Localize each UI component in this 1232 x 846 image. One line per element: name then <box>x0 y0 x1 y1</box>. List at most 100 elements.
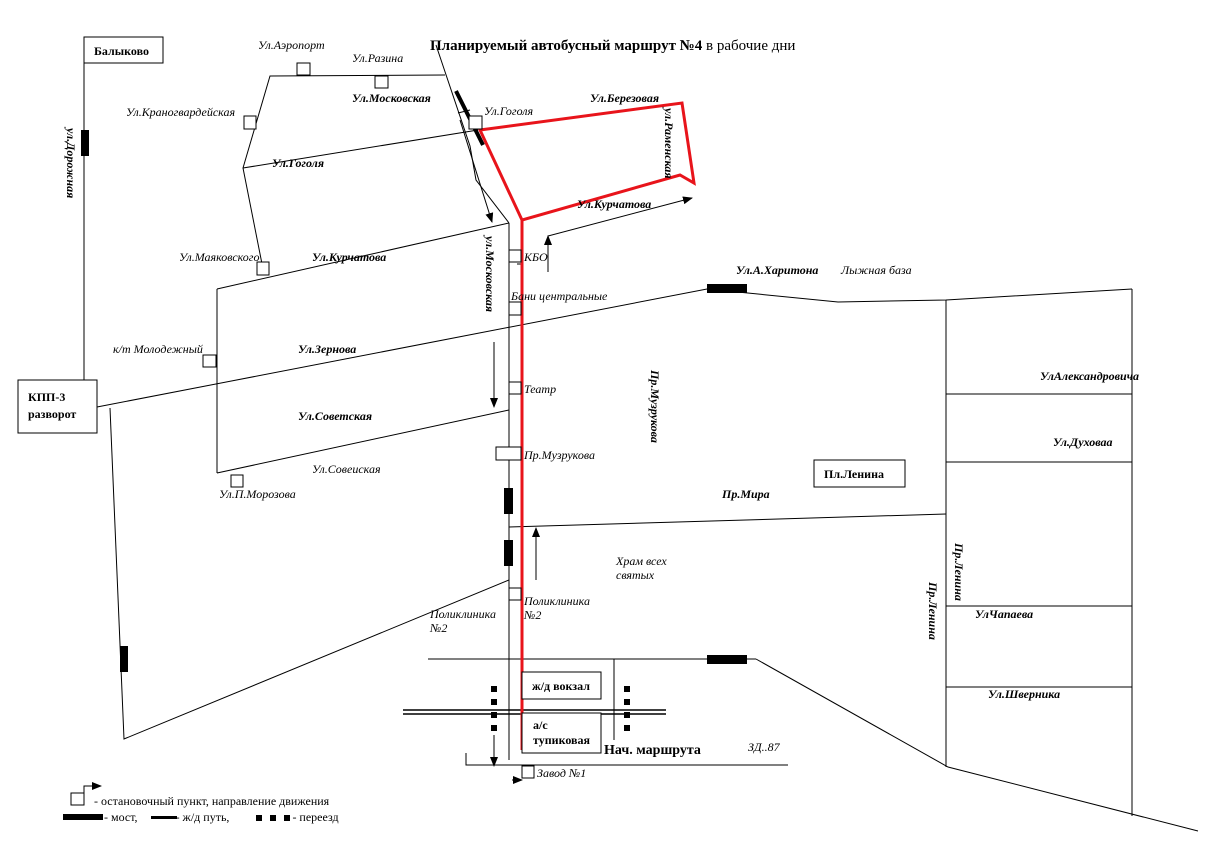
road-southeast <box>755 658 1199 832</box>
label-molodezhny: к/т Молодежный <box>113 342 203 356</box>
road-zernova-haritona <box>96 288 1133 408</box>
map-title: Планируемый автобусный маршрут №4 в рабо… <box>430 38 795 55</box>
box-pl-lenina <box>813 459 906 488</box>
label-gogolya-street: Ул.Гоголя <box>272 156 324 170</box>
label-balykovo: Балыково <box>94 44 149 58</box>
bus-route-4 <box>477 101 696 750</box>
label-kbo: КБО <box>523 250 548 264</box>
stop-kbo <box>508 249 522 263</box>
label-vokzal: ж/д вокзал <box>532 679 590 693</box>
stop-molodezhny <box>202 354 217 368</box>
stop-poliklinika <box>508 587 522 601</box>
legend-crossing-icon <box>256 815 290 821</box>
label-kurchatova-top: Ул.Курчатова <box>577 197 651 211</box>
label-soveiskaya: Ул.Совеиская <box>312 462 381 476</box>
label-bani: Бани центральные <box>510 289 608 303</box>
boxed-labels: Балыково КПП-3 разворот Пл.Ленина ж/д во… <box>17 36 906 754</box>
box-kpp <box>17 379 98 434</box>
label-pr-lenina-2: Пр.Ленина <box>926 581 940 640</box>
bridge-moskovskaya-2 <box>504 540 513 566</box>
label-zd87: ЗД..87 <box>748 740 781 754</box>
label-zavod: Завод №1 <box>537 766 586 780</box>
legend-lines: - мост, - ж/д путь, - переезд <box>104 810 339 825</box>
label-ramenskaya: ул.Раменская <box>662 106 676 179</box>
label-poliklinika-r1: Поликлиника <box>523 594 590 608</box>
label-moskovskaya-vert: ул.Московская <box>483 234 497 312</box>
stop-bani <box>508 301 522 316</box>
road-moskovskaya-north <box>435 44 510 224</box>
label-berezovaya: Ул.Березовая <box>590 91 659 105</box>
bridge-haritona <box>707 284 747 293</box>
legend-stop-icon <box>70 792 85 806</box>
label-shvernika: Ул.Шверника <box>988 687 1060 701</box>
road-network <box>83 44 1199 832</box>
railway-crossings <box>491 686 630 731</box>
label-teatr: Театр <box>524 382 556 396</box>
box-balykovo <box>83 36 164 64</box>
label-tupik-1: а/с <box>533 718 548 732</box>
stop-zavod <box>521 765 535 779</box>
label-sovetskaya: Ул.Советская <box>298 409 372 423</box>
label-lyzhnaya: Лыжная база <box>840 263 912 277</box>
stop-soveiskaya <box>230 474 244 488</box>
label-chapaeva: УлЧапаева <box>975 607 1033 621</box>
street-labels: Ул.Аэропорт Ул.Разина Ул.Московская Ул.Г… <box>64 38 1139 780</box>
stop-pr-muzrukova <box>495 446 522 461</box>
label-gogolya-stop: Ул.Гоголя <box>484 104 534 118</box>
label-pr-muzrukova-stop: Пр.Музрукова <box>523 448 595 462</box>
label-krasnogvard: Ул.Краногвардейская <box>126 105 235 119</box>
label-start: Нач. маршрута <box>604 743 701 758</box>
label-kpp-1: КПП-3 <box>28 390 65 404</box>
stop-gogolya <box>468 115 483 130</box>
road-zavod <box>465 753 788 766</box>
legend-bridge-icon <box>63 814 103 820</box>
stop-razina <box>374 75 389 89</box>
label-dorozhnaya: ул.Дорожная <box>64 126 78 198</box>
label-poliklinika-l1: Поликлиника <box>429 607 496 621</box>
road-dorozhnaya <box>83 62 122 380</box>
stop-teatr <box>508 381 522 395</box>
label-razina: Ул.Разина <box>352 51 403 65</box>
label-hram-1: Храм всех <box>615 554 667 568</box>
bridge-moskovskaya-1 <box>504 488 513 514</box>
label-a-haritona: Ул.А.Харитона <box>736 263 818 277</box>
map-title-rest: в рабочие дни <box>702 38 796 54</box>
stop-krasnogvard <box>243 115 257 130</box>
label-poliklinika-r2: №2 <box>523 608 541 622</box>
label-kpp-2: разворот <box>28 407 76 421</box>
stop-mayakovskogo <box>256 261 270 276</box>
legend-rail-icon <box>151 816 177 819</box>
map-title-bold: Планируемый автобусный маршрут №4 <box>430 38 703 54</box>
legend-crossing-text: - переезд <box>292 810 339 824</box>
bridge-southwest <box>120 646 128 672</box>
label-pr-mira: Пр.Мира <box>721 487 770 501</box>
direction-arrows <box>457 109 693 784</box>
box-vokzal <box>521 671 602 700</box>
bridge-east <box>707 655 747 664</box>
label-aleksandrovicha: УлАлександровича <box>1040 369 1139 383</box>
label-moskovskaya-top: Ул.Московская <box>352 91 431 105</box>
bus-stops <box>202 62 535 779</box>
label-pr-lenina-1: Пр.Ленина <box>952 542 966 601</box>
road-pr-mira <box>508 513 947 528</box>
legend-stop: - остановочный пункт, направление движен… <box>94 794 330 808</box>
road-kurchatova <box>216 222 510 290</box>
legend-symbols <box>63 782 290 821</box>
label-mayakovskogo: Ул.Маяковского <box>179 250 259 264</box>
road-gogolya <box>242 129 479 169</box>
bridges <box>81 90 747 672</box>
label-aeroport: Ул.Аэропорт <box>258 38 325 52</box>
stop-aeroport <box>296 62 311 76</box>
label-hram-2: святых <box>616 568 655 582</box>
label-pr-muzrukova-vert: Пр.Музрукова <box>648 369 662 443</box>
legend-bridge-text: - мост, <box>104 810 141 824</box>
label-zernova: Ул.Зернова <box>298 342 356 356</box>
road-sovetskaya <box>216 409 510 474</box>
box-tupik <box>521 712 602 754</box>
road-southwest <box>109 407 510 740</box>
label-kurchatova-mid: Ул.Курчатова <box>312 250 386 264</box>
label-poliklinika-l2: №2 <box>429 621 447 635</box>
label-p-morozova: Ул.П.Морозова <box>219 487 296 501</box>
label-duhovaa: Ул.Духоваа <box>1053 435 1113 449</box>
